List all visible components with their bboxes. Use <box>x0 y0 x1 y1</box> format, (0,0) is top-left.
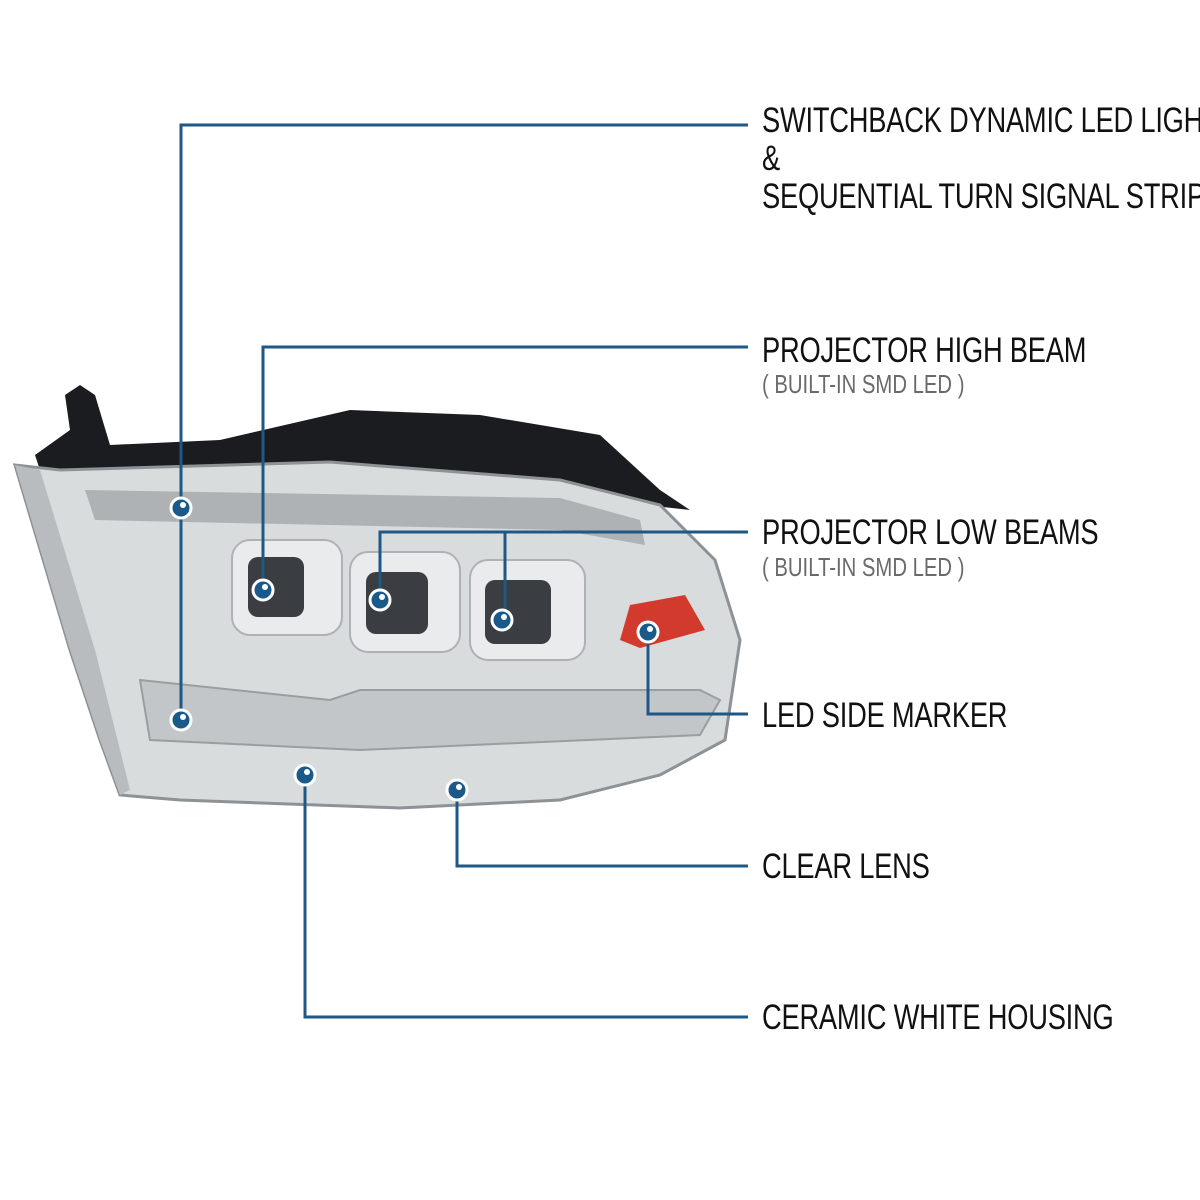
callout-high-beam-title: PROJECTOR HIGH BEAM <box>762 331 1087 370</box>
callout-marker-dot <box>169 496 193 520</box>
leader-high-beam <box>261 345 748 590</box>
callout-clear-lens-title: CLEAR LENS <box>762 847 930 886</box>
leader-switchback <box>179 123 748 720</box>
callout-marker-dot <box>293 763 317 787</box>
callout-side-marker-title: LED SIDE MARKER <box>762 696 1008 735</box>
callout-switchback-title-2: SEQUENTIAL TURN SIGNAL STRIPS <box>762 177 1200 216</box>
callout-switchback-ampersand: & <box>762 139 780 178</box>
chrome-trim <box>15 465 130 795</box>
callout-low-beams-subtitle: ( BUILT-IN SMD LED ) <box>762 552 965 582</box>
callout-housing-title: CERAMIC WHITE HOUSING <box>762 998 1114 1037</box>
leader-clear-lens <box>455 790 748 868</box>
lower-led-strip <box>138 678 722 752</box>
callout-marker-dot <box>636 620 660 644</box>
callout-low-beams-title: PROJECTOR LOW BEAMS <box>762 513 1099 552</box>
leader-low-beams <box>378 530 748 600</box>
upper-led-strip <box>85 490 645 545</box>
callout-switchback-title: SWITCHBACK DYNAMIC LED LIGHT <box>762 101 1200 140</box>
leader-side-marker <box>646 632 748 716</box>
callout-marker-dot <box>368 588 392 612</box>
callout-high-beam-subtitle: ( BUILT-IN SMD LED ) <box>762 369 965 399</box>
callout-marker-dot <box>251 578 275 602</box>
callout-marker-dot <box>445 778 469 802</box>
leader-lines <box>179 123 748 1019</box>
leader-housing <box>303 775 748 1019</box>
callout-marker-dot <box>169 708 193 732</box>
callout-marker-dot <box>490 608 514 632</box>
